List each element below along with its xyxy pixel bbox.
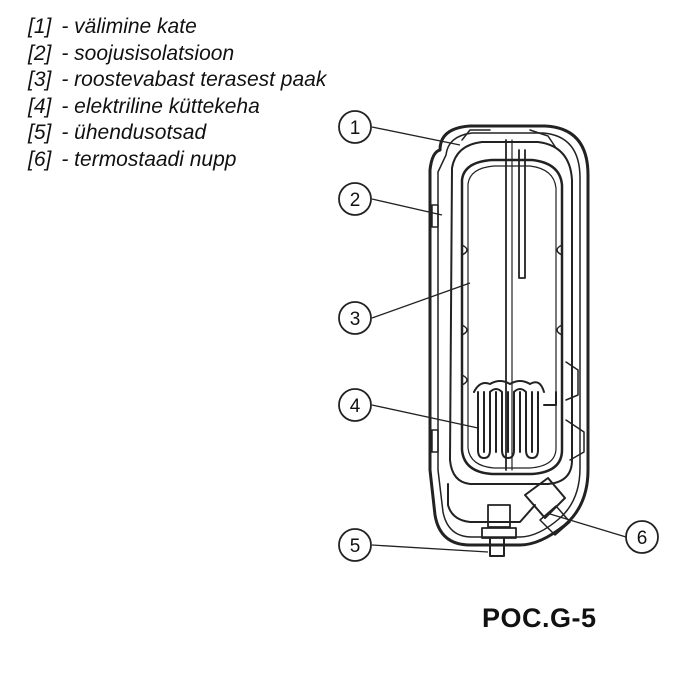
legend-number: [4] <box>28 94 52 118</box>
figure-caption: POC.G-5 <box>482 603 597 633</box>
outer-cover <box>428 124 590 547</box>
connection-nut <box>481 527 517 539</box>
legend-text: - soojusisolatsioon <box>61 41 235 65</box>
bottom-housing <box>447 483 536 523</box>
outlet-pipe <box>518 149 526 279</box>
legend-item-3: [3] - roostevabast terasest paak <box>28 67 326 94</box>
side-bracket <box>565 361 585 461</box>
legend-text: - elektriline küttekeha <box>61 94 260 118</box>
legend-text: - välimine kate <box>61 15 197 38</box>
legend-number: [3] <box>28 68 52 91</box>
legend-item-2: [2] - soojusisolatsioon <box>28 41 326 68</box>
callout-circle-3 <box>338 301 372 335</box>
side-mount <box>431 204 439 228</box>
callout-label-5: 5 <box>350 536 361 557</box>
callout-circle-5 <box>338 528 372 562</box>
tank-bump <box>461 244 468 256</box>
callout-circle-4 <box>338 388 372 422</box>
legend-item-6: [6] - termostaadi nupp <box>28 147 326 174</box>
side-mount <box>431 429 439 453</box>
heating-element <box>473 380 557 459</box>
callout-label-6: 6 <box>637 528 648 549</box>
tank-bump <box>556 244 563 256</box>
legend-item-1: [1] - välimine kate <box>28 14 326 41</box>
tank-bump <box>461 324 468 336</box>
legend-text: - ühendusotsad <box>61 121 207 144</box>
callout-label-2: 2 <box>350 190 361 211</box>
callout-label-3: 3 <box>350 309 361 330</box>
legend-number: [6] <box>28 147 52 171</box>
tank-bump <box>556 324 563 336</box>
tank-bump <box>461 374 468 386</box>
thermostat-knob-detail <box>539 505 571 536</box>
legend-item-4: [4] - elektriline küttekeha <box>28 94 326 121</box>
callout-label-1: 1 <box>350 118 361 139</box>
leader-line-4 <box>371 404 479 429</box>
outer-cover-inner-line <box>437 132 581 538</box>
legend-text: - termostaadi nupp <box>61 147 237 171</box>
top-bracket <box>461 129 557 149</box>
callout-circle-1 <box>338 110 372 144</box>
leader-line-6 <box>549 513 627 538</box>
thermostat-knob <box>524 477 566 519</box>
leader-line-1 <box>371 126 461 146</box>
connection-block <box>487 504 511 528</box>
callout-circle-2 <box>338 182 372 216</box>
stainless-steel-tank <box>460 158 564 476</box>
legend-number: [5] <box>28 121 52 144</box>
tank-inner-line <box>467 165 557 469</box>
legend-text: - roostevabast terasest paak <box>61 68 327 91</box>
legend: [1] - välimine kate [2] - soojusisolatsioo… <box>28 14 326 173</box>
legend-item-5: [5] - ühendusotsad <box>28 120 326 147</box>
leader-line-5 <box>371 544 489 553</box>
leader-line-3 <box>371 282 471 319</box>
legend-number: [2] <box>28 41 52 65</box>
leader-line-2 <box>371 198 443 216</box>
thermal-insulation <box>449 141 573 485</box>
connection-pipe <box>489 537 505 557</box>
callout-label-4: 4 <box>350 396 361 417</box>
legend-number: [1] <box>28 15 52 38</box>
callout-circle-6 <box>625 520 659 554</box>
